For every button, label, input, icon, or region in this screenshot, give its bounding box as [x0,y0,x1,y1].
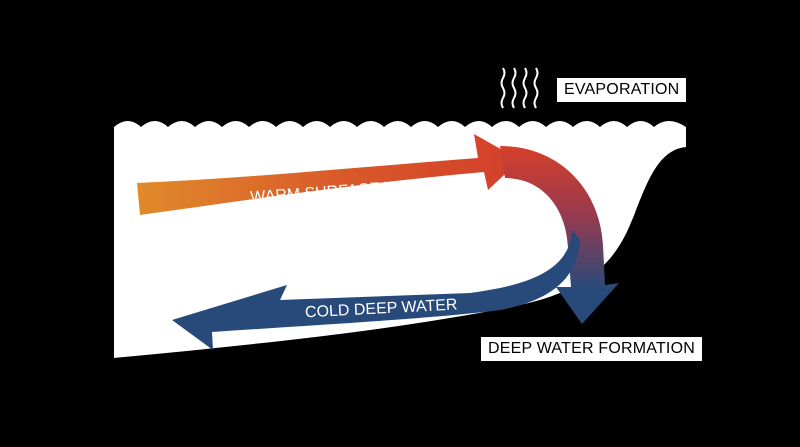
warm-surface-water-arrow [137,134,520,215]
sinking-water-arrow [500,146,619,324]
deep-water-formation-label: DEEP WATER FORMATION [481,337,702,361]
seafloor [114,147,686,380]
wavy-lines-icon [500,67,539,109]
evaporation-label: EVAPORATION [557,78,687,102]
cold-deep-water-arrow [172,230,580,350]
